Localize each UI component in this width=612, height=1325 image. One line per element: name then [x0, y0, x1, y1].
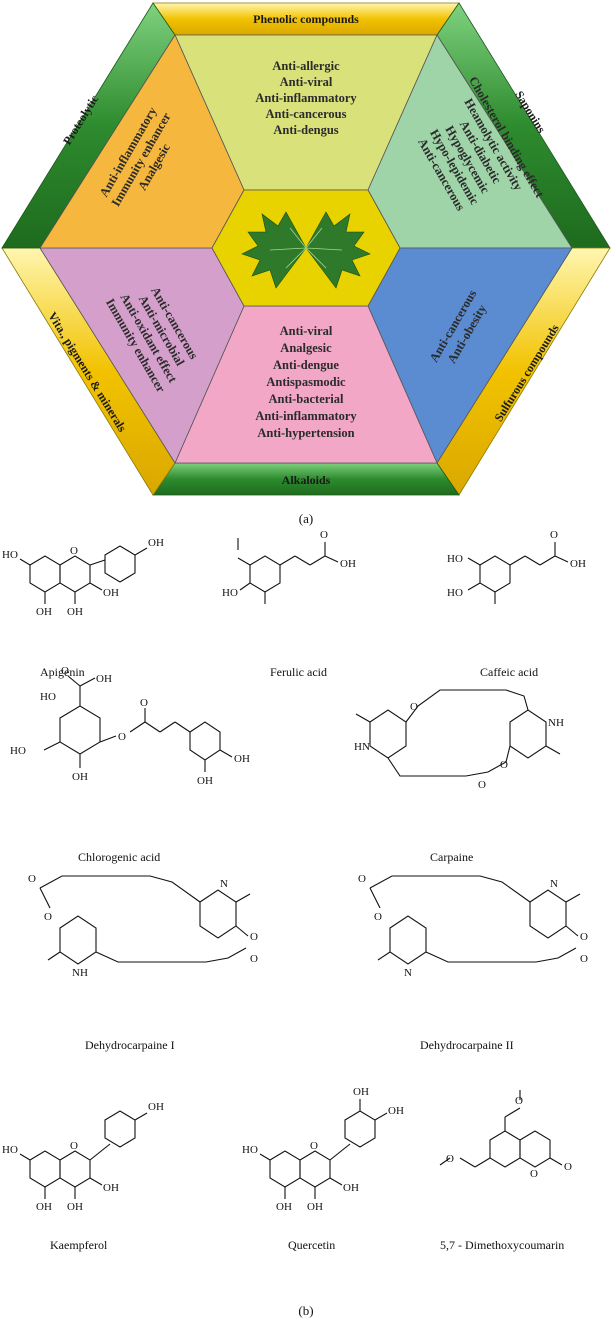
atom-label: O	[320, 529, 328, 541]
atom-label: OH	[343, 1182, 359, 1194]
atom-label: OH	[340, 558, 356, 570]
atom-label: OH	[103, 1182, 119, 1194]
molecule-name-ferulic-acid: Ferulic acid	[270, 665, 327, 679]
atom-label: HN	[354, 741, 370, 753]
atom-label: O	[580, 931, 588, 943]
papaya-leaf-icon	[241, 211, 371, 289]
effect-label: Anti-viral	[280, 75, 333, 89]
atom-label: O	[580, 953, 588, 965]
effect-label: Antispasmodic	[266, 375, 346, 389]
molecule-name-caffeic-acid: Caffeic acid	[480, 665, 539, 679]
atom-label: OH	[67, 606, 83, 618]
structure-dimethoxycoumarin: O O O O	[439, 1090, 572, 1180]
atom-label: O	[28, 873, 36, 885]
atom-label: NH	[72, 967, 88, 979]
caption-a: (a)	[298, 511, 314, 526]
molecule-name-dehydrocarpaine-i: Dehydrocarpaine I	[85, 1038, 175, 1052]
atom-label: OH	[234, 753, 250, 765]
atom-label: O	[70, 545, 78, 557]
panel-b: HO O OH OH OH OH O OH HO HO HO O OH	[0, 510, 612, 1325]
atom-label: O	[61, 665, 69, 677]
atom-label: OH	[148, 1101, 164, 1113]
panel-a: Phenolic compounds Saponins Sulfurous co…	[0, 0, 612, 526]
atom-label: OH	[307, 1201, 323, 1213]
structures: HO O OH OH OH OH O OH HO HO HO O OH	[2, 529, 588, 1213]
atom-label: NH	[548, 717, 564, 729]
atom-label: HO	[40, 691, 56, 703]
structure-quercetin: OH OH HO O OH OH OH	[242, 1086, 404, 1213]
structure-kaempferol: OH HO O OH OH OH	[2, 1101, 164, 1213]
atom-label: N	[404, 967, 412, 979]
effect-label: Anti-inflammatory	[255, 91, 357, 105]
segment-top-text: Anti-allergic Anti-viral Anti-inflammato…	[255, 59, 357, 137]
atom-label: OH	[36, 606, 52, 618]
molecule-name-dimethoxycoumarin: 5,7 - Dimethoxycoumarin	[440, 1238, 565, 1252]
effect-label: Anti-viral	[280, 324, 333, 338]
structure-chlorogenic-acid: O HO OH HO OH O O OH OH	[10, 665, 250, 787]
effect-label: Anti-dengus	[273, 123, 338, 137]
atom-label: O	[410, 701, 418, 713]
border-label-top: Phenolic compounds	[253, 12, 359, 26]
atom-label: O	[530, 1168, 538, 1180]
effect-label: Anti-inflammatory	[255, 409, 357, 423]
atom-label: OH	[570, 558, 586, 570]
atom-label: O	[478, 779, 486, 791]
structure-ferulic-acid: O OH HO	[222, 529, 356, 604]
atom-label: O	[515, 1095, 523, 1107]
structure-apigenin: HO O OH OH OH OH	[2, 537, 164, 618]
atom-label: OH	[276, 1201, 292, 1213]
atom-label: OH	[197, 775, 213, 787]
atom-label: O	[140, 697, 148, 709]
atom-label: O	[550, 529, 558, 541]
atom-label: OH	[36, 1201, 52, 1213]
atom-label: HO	[447, 587, 463, 599]
atom-label: HO	[2, 1144, 18, 1156]
atom-label: O	[118, 731, 126, 743]
atom-label: O	[446, 1153, 454, 1165]
atom-label: O	[70, 1140, 78, 1152]
effect-label: Anti-hypertension	[257, 426, 354, 440]
atom-label: OH	[103, 587, 119, 599]
atom-label: O	[250, 931, 258, 943]
structure-dehydrocarpaine-i: O O N NH O O	[28, 873, 258, 979]
effect-label: Anti-dengue	[273, 358, 339, 372]
atom-label: N	[220, 878, 228, 890]
effect-label: Anti-allergic	[272, 59, 340, 73]
structure-carpaine: O HN NH O O	[354, 689, 564, 791]
atom-label: O	[310, 1140, 318, 1152]
atom-label: O	[44, 911, 52, 923]
atom-label: HO	[222, 587, 238, 599]
atom-label: OH	[67, 1201, 83, 1213]
atom-label: HO	[2, 549, 18, 561]
atom-label: O	[358, 873, 366, 885]
atom-label: OH	[72, 771, 88, 783]
molecule-name-quercetin: Quercetin	[288, 1238, 336, 1252]
molecule-name-chlorogenic-acid: Chlorogenic acid	[78, 850, 161, 864]
molecule-name-carpaine: Carpaine	[430, 850, 474, 864]
caption-b: (b)	[298, 1303, 314, 1318]
atom-label: OH	[388, 1105, 404, 1117]
atom-label: N	[550, 878, 558, 890]
atom-label: O	[250, 953, 258, 965]
atom-label: O	[564, 1161, 572, 1173]
effect-label: Anti-cancerous	[265, 107, 346, 121]
effect-label: Analgesic	[280, 341, 332, 355]
structure-caffeic-acid: HO HO O OH	[447, 529, 586, 604]
molecule-name-apigenin: Apigenin	[40, 665, 85, 679]
atom-label: HO	[447, 553, 463, 565]
atom-label: OH	[148, 537, 164, 549]
structure-dehydrocarpaine-ii: O O N N O O	[358, 873, 588, 979]
atom-label: HO	[242, 1144, 258, 1156]
atom-label: OH	[353, 1086, 369, 1098]
molecule-name-kaempferol: Kaempferol	[50, 1238, 108, 1252]
molecule-name-dehydrocarpaine-ii: Dehydrocarpaine II	[420, 1038, 514, 1052]
atom-label: OH	[96, 673, 112, 685]
hexagon-diagram: Phenolic compounds Saponins Sulfurous co…	[1, 2, 611, 496]
effect-label: Anti-bacterial	[269, 392, 345, 406]
atom-label: O	[374, 911, 382, 923]
atom-label: O	[500, 759, 508, 771]
atom-label: HO	[10, 745, 26, 757]
border-label-bottom: Alkaloids	[282, 473, 331, 487]
segment-bottom-text: Anti-viral Analgesic Anti-dengue Antispa…	[255, 324, 357, 440]
